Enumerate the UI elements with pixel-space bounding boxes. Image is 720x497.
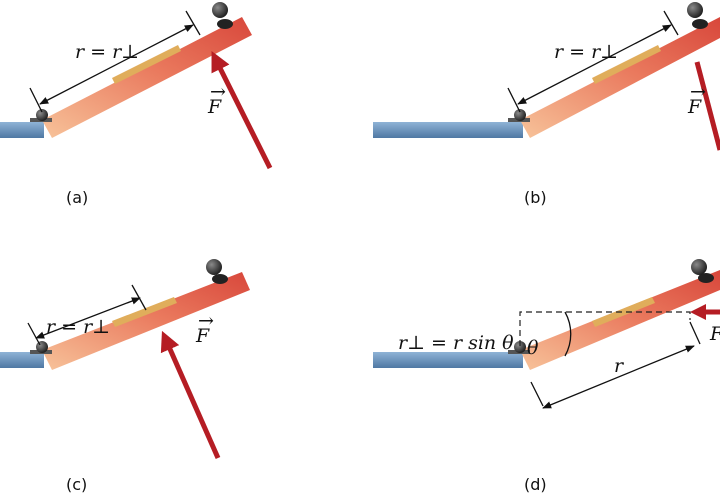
ground-ledge — [373, 352, 523, 368]
block — [592, 297, 655, 327]
distance-label: r = r⊥ — [46, 316, 110, 338]
distance-arrow — [517, 24, 672, 105]
force-arrowhead — [690, 304, 706, 320]
tick-hinge — [27, 322, 41, 346]
force-arrow — [211, 51, 273, 170]
door-board — [42, 272, 250, 370]
door-board — [42, 17, 252, 138]
angle-label: θ — [527, 337, 539, 359]
distance-label: r = r⊥ — [554, 41, 618, 63]
panel-d: θ r⊥ = r sin θ r F (d) — [373, 259, 720, 494]
tick-force — [131, 284, 147, 311]
distance-arrow — [39, 24, 194, 105]
hinge-icon — [508, 341, 530, 354]
force-vector-mark: → — [210, 81, 226, 103]
distance-arrow — [542, 345, 695, 409]
force-label: F — [195, 325, 210, 347]
caption: (a) — [66, 188, 88, 207]
panel-c: r = r⊥ F → (c) — [0, 259, 250, 494]
hinge-icon — [30, 109, 52, 122]
ground-ledge — [0, 352, 44, 368]
tick-force — [663, 10, 679, 36]
caption: (c) — [66, 475, 87, 494]
force-label: F — [687, 96, 702, 118]
ground-ledge — [373, 122, 523, 138]
force-arrow — [694, 61, 720, 151]
panel-a: r = r⊥ F → (a) — [0, 2, 273, 207]
tick-hinge — [29, 87, 43, 113]
tick-force — [689, 321, 701, 345]
force-vector-mark: → — [690, 81, 706, 103]
doorknob-icon — [206, 259, 228, 284]
hinge-icon — [508, 109, 530, 122]
force-vector-mark: → — [198, 310, 214, 332]
distance-label: r — [614, 355, 625, 377]
caption: (d) — [524, 475, 547, 494]
tick-force — [185, 10, 201, 36]
ground-ledge — [0, 122, 44, 138]
tick-hinge — [507, 87, 521, 113]
perp-label: r⊥ = r sin θ — [398, 332, 514, 354]
force-label: F — [207, 96, 222, 118]
tick-hinge — [530, 381, 544, 407]
doorknob-icon — [212, 2, 233, 29]
distance-arrow — [35, 297, 141, 339]
panel-b: r = r⊥ F → (b) — [373, 2, 720, 207]
doorknob-icon — [691, 259, 714, 283]
doorknob-icon — [687, 2, 708, 29]
distance-label: r = r⊥ — [75, 41, 139, 63]
door-board — [520, 17, 720, 138]
force-label: F — [709, 323, 720, 345]
force-arrow — [160, 330, 221, 460]
caption: (b) — [524, 188, 547, 207]
